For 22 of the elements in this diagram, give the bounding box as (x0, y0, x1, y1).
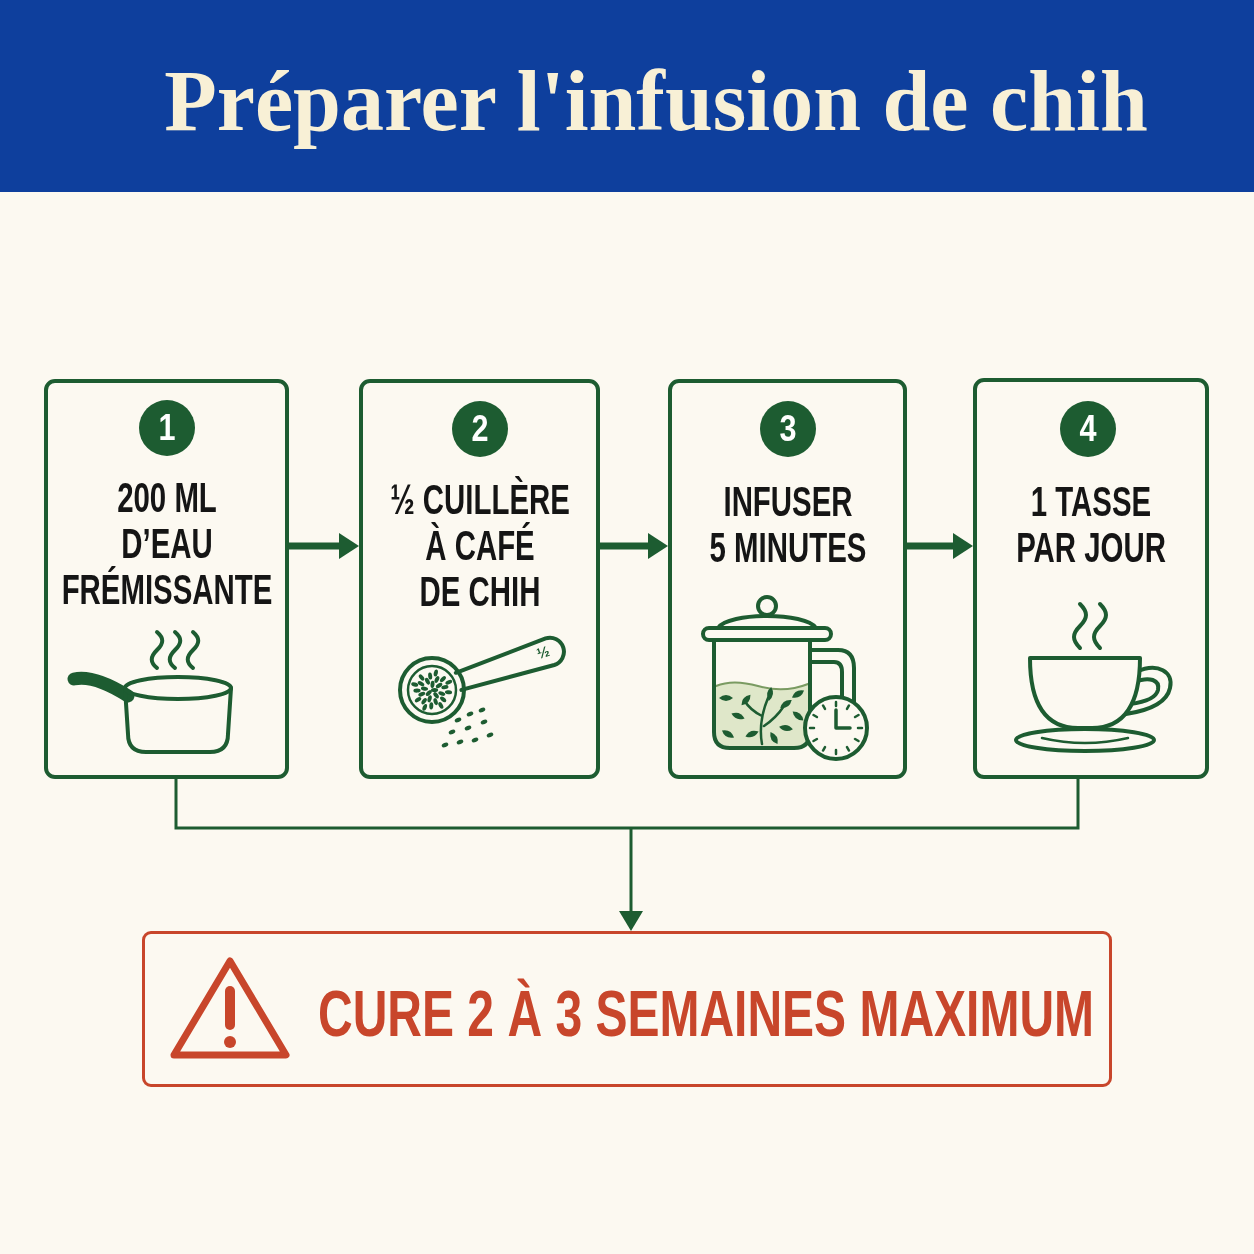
step-number: 4 (1079, 411, 1097, 447)
title: Préparer l'infusion de chih (164, 52, 1148, 151)
step-number: 1 (158, 410, 176, 446)
step-number-circle (139, 400, 195, 456)
step-number: 2 (471, 411, 489, 447)
connector-line (174, 779, 631, 830)
step-number-circle (760, 401, 816, 457)
step-text: 1 TASSE PAR JOUR (1016, 479, 1166, 571)
arrow (619, 828, 643, 931)
step-number-circle (452, 401, 508, 457)
step-text: ½ CUILLÈRE À CAFÉ DE CHIH (389, 477, 570, 615)
warning-panel (142, 931, 1112, 1087)
step-text: 200 ML D’EAU FRÉMISSANTE (61, 475, 272, 613)
step-card (668, 379, 907, 779)
step-card (359, 379, 600, 779)
step-number: 3 (779, 411, 797, 447)
step-card (973, 378, 1209, 779)
connector-line (631, 779, 1080, 830)
step-card (44, 379, 289, 779)
step-number-circle (1060, 401, 1116, 457)
spoon-marking: ½ (534, 642, 552, 662)
step-text: INFUSER 5 MINUTES (709, 479, 866, 571)
